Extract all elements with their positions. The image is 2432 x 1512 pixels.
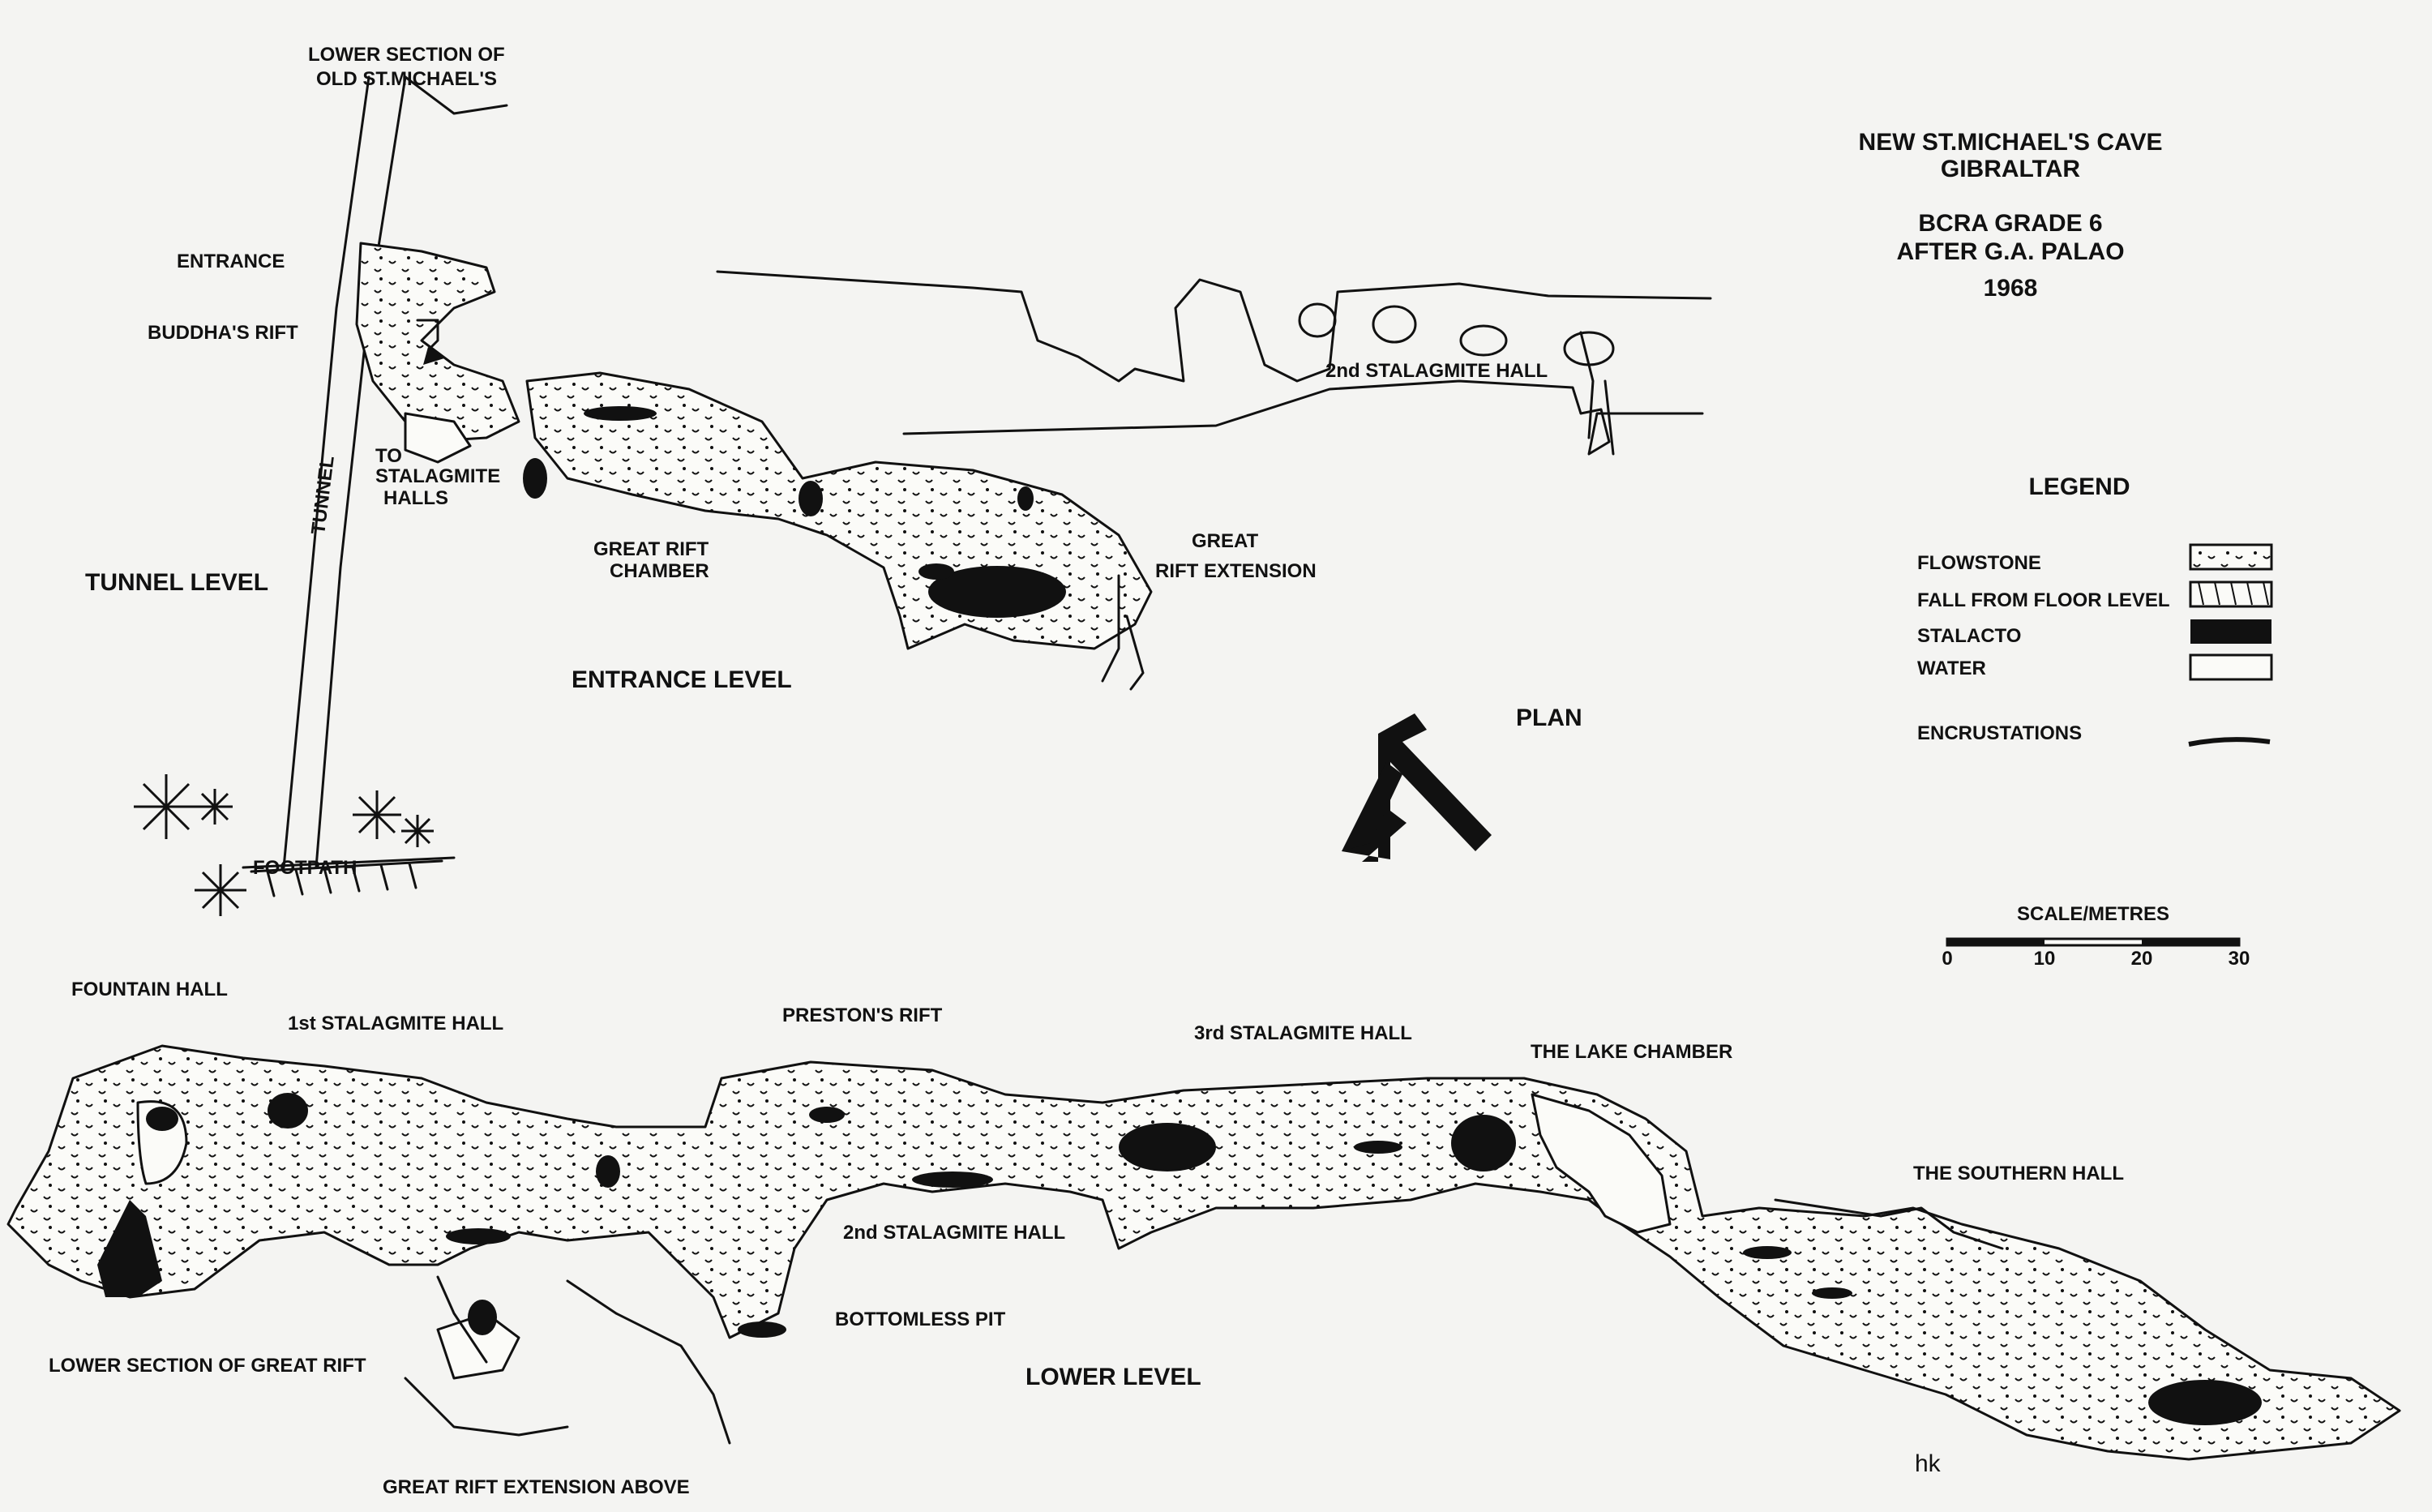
title-line-3: BCRA GRADE 6 [1918, 210, 2102, 237]
tunnel-level [134, 75, 508, 916]
tree-icon [134, 774, 434, 916]
legend-item-label: ENCRUSTATIONS [1917, 722, 2082, 744]
place-label: GREAT [1192, 530, 1259, 552]
legend-item-label: FLOWSTONE [1917, 552, 2041, 574]
old-st-michaels-passage [404, 75, 508, 115]
footpath-cliff [250, 859, 443, 897]
place-label: TO [375, 445, 402, 467]
tunnel-wall-right [315, 75, 407, 869]
place-label: GREAT RIFT EXTENSION ABOVE [383, 1476, 690, 1498]
title-line-5: 1968 [1984, 275, 2038, 302]
scale-tick: 0 [1942, 948, 1952, 970]
place-label: TUNNEL [307, 455, 339, 536]
legend-encrustation-swatch [2188, 737, 2271, 747]
scale-tick: 20 [2131, 948, 2153, 970]
place-label: THE SOUTHERN HALL [1913, 1163, 2124, 1184]
entrance-level-label: ENTRANCE LEVEL [572, 666, 792, 693]
tunnel-wall-left [282, 75, 370, 869]
legend [2188, 543, 2273, 747]
scale-label: SCALE/METRES [2017, 903, 2169, 925]
legend-flowstone-swatch [2189, 543, 2273, 571]
place-label: GREAT RIFT [593, 538, 709, 560]
scale-tick: 10 [2034, 948, 2056, 970]
place-label: THE LAKE CHAMBER [1531, 1041, 1732, 1063]
place-label: RIFT EXTENSION [1155, 560, 1317, 582]
place-label: 2nd STALAGMITE HALL [1325, 360, 1548, 382]
place-label: BOTTOMLESS PIT [835, 1309, 1006, 1330]
place-label: CHAMBER [610, 560, 709, 582]
plan-label: PLAN [1516, 705, 1582, 731]
title-line-2: GIBRALTAR [1941, 156, 2081, 182]
legend-stalacto-swatch [2190, 619, 2271, 644]
lower-level-label: LOWER LEVEL [1025, 1364, 1201, 1390]
place-label: OLD ST.MICHAEL'S [316, 68, 497, 90]
upper-stalagmite-hall [716, 270, 1712, 456]
place-label: FOUNTAIN HALL [71, 979, 228, 1000]
rift-extension-tail [1101, 574, 1145, 691]
scale-tick: 30 [2229, 948, 2250, 970]
scale-bar [1946, 937, 2241, 947]
place-label: PRESTON'S RIFT [782, 1004, 943, 1026]
place-label: FOOTPATH [253, 857, 357, 879]
place-label: LOWER SECTION OF GREAT RIFT [49, 1355, 366, 1377]
legend-item-label: WATER [1917, 657, 1986, 679]
signature: hk [1915, 1450, 1942, 1477]
title-line-4: AFTER G.A. PALAO [1896, 238, 2124, 265]
title-line-1: NEW ST.MICHAEL'S CAVE [1859, 129, 2163, 156]
lower-level-cave [6, 1044, 2401, 1461]
stalacto-mass [928, 566, 1066, 618]
legend-water-swatch [2189, 653, 2273, 681]
tunnel-level-label: TUNNEL LEVEL [85, 569, 268, 596]
place-label: ENTRANCE [177, 251, 285, 272]
place-label: 3rd STALAGMITE HALL [1194, 1022, 1412, 1044]
north-arrow-icon [1342, 713, 1492, 862]
place-label: 2nd STALAGMITE HALL [843, 1222, 1065, 1244]
place-label: HALLS [383, 487, 448, 509]
place-label: 1st STALAGMITE HALL [288, 1013, 503, 1034]
legend-item-label: FALL FROM FLOOR LEVEL [1917, 589, 2170, 611]
legend-item-label: STALACTO [1917, 625, 2021, 647]
legend-heading: LEGEND [2028, 473, 2130, 500]
place-label: BUDDHA'S RIFT [148, 322, 298, 344]
footpath-line [242, 856, 456, 869]
entrance-level-cave [355, 242, 1153, 691]
place-label: LOWER SECTION OF [308, 44, 505, 66]
labels: NEW ST.MICHAEL'S CAVE GIBRALTAR BCRA GRA… [49, 44, 2250, 1498]
place-label: STALAGMITE [375, 465, 500, 487]
